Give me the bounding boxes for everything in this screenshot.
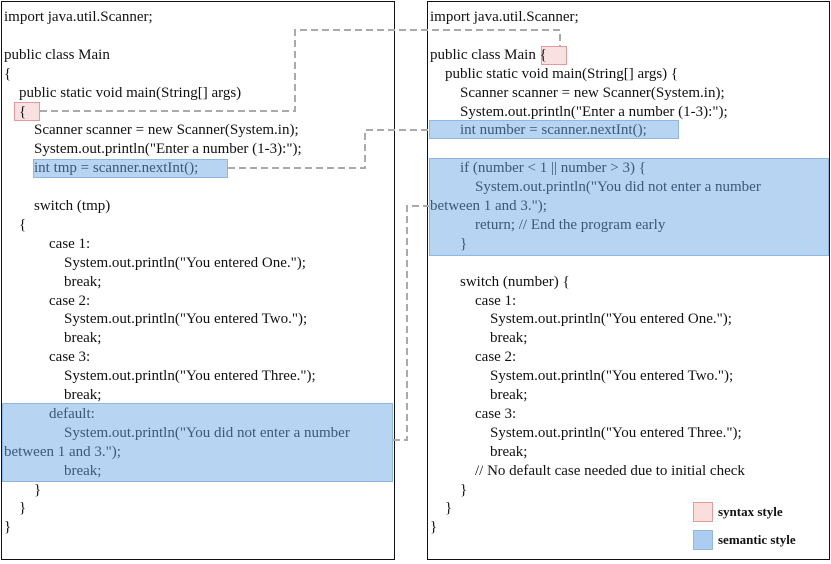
right-code-line: case 1:: [430, 292, 517, 309]
right-code-line: break;: [430, 330, 528, 347]
left-code-line: break;: [4, 462, 102, 479]
left-code-line: System.out.println("Enter a number (1-3)…: [4, 141, 302, 158]
right-code-line: System.out.println("You entered One.");: [430, 311, 732, 328]
left-code-line: case 1:: [4, 235, 91, 252]
right-code-line: System.out.println("You entered Two.");: [430, 368, 734, 385]
left-code-line: public class Main: [4, 46, 110, 63]
legend-syntax-swatch: [693, 502, 713, 522]
right-code-line: System.out.println("You did not enter a …: [430, 179, 761, 196]
right-code-line: case 3:: [430, 405, 517, 422]
right-code-line: }: [430, 519, 438, 536]
left-code-line: import java.util.Scanner;: [4, 9, 153, 25]
right-code-line: return; // End the program early: [430, 216, 666, 233]
right-code-line: break;: [430, 387, 528, 403]
left-code-line: }: [4, 481, 42, 498]
right-code-line: public class Main {: [430, 46, 547, 63]
semantic-highlight-right-input: [429, 120, 679, 139]
left-code-line: between 1 and 3.");: [4, 443, 121, 460]
left-code-line: {: [4, 103, 27, 120]
right-code-line: }: [430, 500, 453, 517]
left-code-line: public static void main(String[] args): [4, 84, 242, 101]
left-code-line: switch (tmp): [4, 198, 111, 214]
right-code-line: }: [430, 481, 468, 498]
semantic-highlight-left-input: [33, 159, 228, 178]
left-code-line: System.out.println("You entered Two.");: [4, 311, 308, 328]
left-code-line: case 2:: [4, 292, 91, 309]
left-code-line: break;: [4, 330, 102, 347]
right-code-line: public static void main(String[] args) {: [430, 65, 679, 82]
right-code-line: // No default case needed due to initial…: [430, 462, 745, 479]
left-code-line: {: [4, 65, 12, 82]
right-code-line: import java.util.Scanner;: [430, 9, 579, 25]
right-code-line: if (number < 1 || number > 3) {: [430, 160, 646, 177]
left-code-line: int tmp = scanner.nextInt();: [4, 160, 199, 177]
left-code-line: default:: [4, 405, 95, 422]
syntax-highlight-left-brace: [14, 102, 40, 121]
left-code-line: System.out.println("You did not enter a …: [4, 424, 350, 441]
right-code-line: switch (number) {: [430, 273, 570, 290]
right-code-line: between 1 and 3.");: [430, 198, 547, 214]
connector-validation: [393, 205, 429, 441]
semantic-highlight-left-default: [2, 403, 393, 482]
left-code-line: }: [4, 500, 27, 517]
right-code-line: System.out.println("You entered Three.")…: [430, 424, 742, 441]
right-code-line: break;: [430, 443, 528, 460]
semantic-highlight-right-if-block: [429, 158, 829, 256]
legend-semantic-swatch: [693, 530, 713, 550]
right-code-line: case 2:: [430, 349, 517, 366]
left-code-line: }: [4, 519, 12, 536]
right-code-line: }: [430, 235, 468, 252]
left-code-line: System.out.println("You entered Three.")…: [4, 368, 316, 385]
left-code-line: break;: [4, 387, 102, 403]
left-code-line: Scanner scanner = new Scanner(System.in)…: [4, 122, 299, 139]
right-code-line: int number = scanner.nextInt();: [430, 122, 647, 139]
left-code-line: break;: [4, 273, 102, 290]
legend-syntax-label: syntax style: [718, 504, 783, 519]
left-code-line: case 3:: [4, 349, 91, 366]
left-code-line: {: [4, 216, 27, 233]
left-code-line: System.out.println("You entered One.");: [4, 254, 306, 271]
right-code-line: Scanner scanner = new Scanner(System.in)…: [430, 84, 725, 101]
legend-semantic-label: semantic style: [718, 532, 796, 547]
right-code-line: System.out.println("Enter a number (1-3)…: [430, 103, 728, 120]
